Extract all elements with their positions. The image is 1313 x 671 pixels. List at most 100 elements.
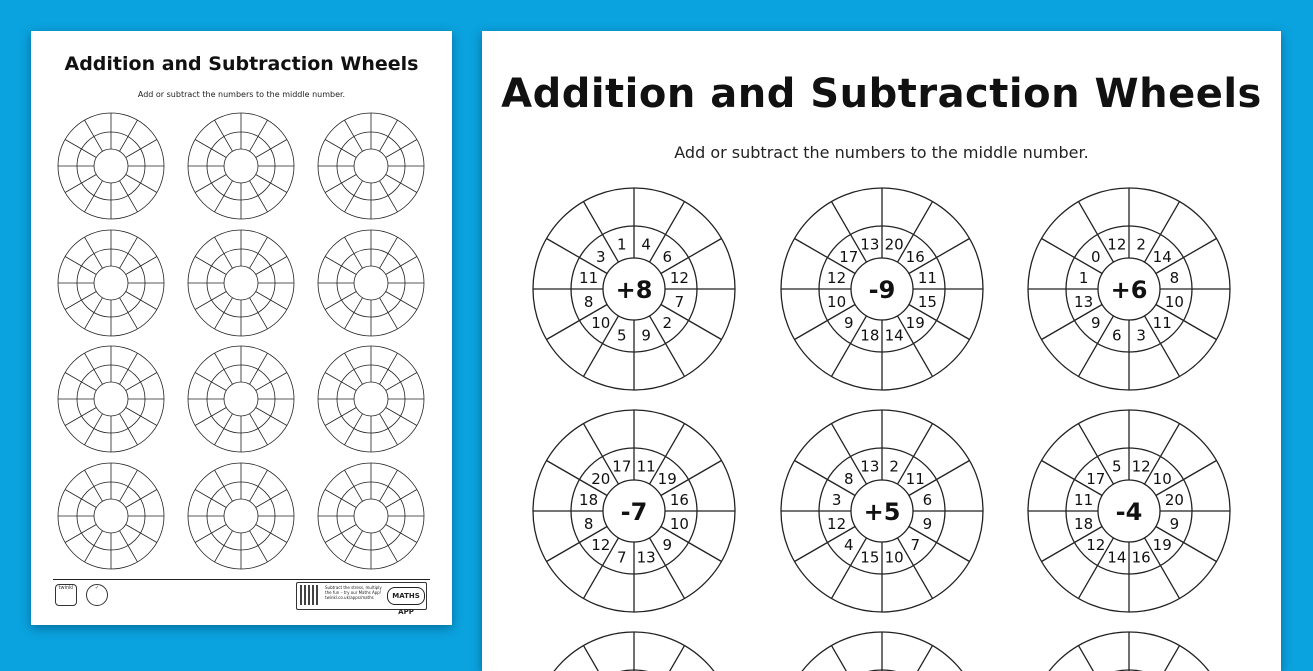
wheel-inner-number: 11 (579, 269, 598, 287)
wheel[interactable] (187, 229, 295, 337)
page-title: Addition and Subtraction Wheels (501, 71, 1262, 117)
wheel[interactable] (57, 462, 165, 570)
page-instructions: Add or subtract the numbers to the middl… (674, 143, 1089, 162)
wheel-inner-number: 9 (662, 536, 672, 554)
wheel-inner-number: 13 (860, 236, 879, 254)
wheel-grid: +8461272951081131-9201611151914189101217… (532, 187, 1231, 671)
wheel-inner-number: 20 (591, 470, 610, 488)
wheel-inner-number: 13 (637, 548, 656, 566)
wheel-center-number: +6 (1111, 276, 1148, 304)
wheel-inner-number: 15 (918, 293, 937, 311)
wheel-inner-number: 16 (1132, 548, 1151, 566)
wheel[interactable] (317, 345, 425, 453)
wheel-center-number: +8 (616, 276, 653, 304)
wheel-inner-number: 4 (641, 236, 651, 254)
wheel-inner-number: 11 (906, 470, 925, 488)
wheel-inner-number: 12 (591, 536, 610, 554)
wheel-center-number: -9 (869, 276, 896, 304)
wheel[interactable] (317, 112, 425, 220)
wheel-inner-number: 1 (1079, 269, 1089, 287)
thumbnail-page[interactable]: Addition and Subtraction Wheels Add or s… (31, 31, 452, 625)
wheel-inner-number: 11 (1153, 314, 1172, 332)
wheel-inner-number: 15 (860, 548, 879, 566)
wheel-inner-number: 2 (889, 458, 899, 476)
wheel-center-number: -7 (621, 498, 648, 526)
wheel-inner-number: 6 (923, 491, 933, 509)
wheel[interactable] (187, 112, 295, 220)
wheel-inner-number: 12 (670, 269, 689, 287)
wheel-inner-number: 17 (612, 458, 631, 476)
wheel-inner-number: 18 (579, 491, 598, 509)
wheel-inner-number: 6 (662, 248, 672, 266)
wheel-inner-number: 16 (670, 491, 689, 509)
wheel-inner-number: 7 (910, 536, 920, 554)
wheel-inner-number: 9 (844, 314, 854, 332)
wheel-inner-number: 11 (918, 269, 937, 287)
wheel-inner-number: 19 (1153, 536, 1172, 554)
wheel-inner-number: 14 (1107, 548, 1126, 566)
wheel-inner-number: 14 (885, 326, 904, 344)
wheel[interactable] (1028, 631, 1230, 671)
wheel[interactable] (57, 229, 165, 337)
wheel-inner-number: 9 (1091, 314, 1101, 332)
wheel-inner-number: 2 (1136, 236, 1146, 254)
wheel-inner-number: 7 (617, 548, 627, 566)
wheel-inner-number: 0 (1091, 248, 1101, 266)
wheel-inner-number: 5 (1112, 458, 1122, 476)
wheel[interactable] (57, 112, 165, 220)
wheel-inner-number: 18 (860, 326, 879, 344)
wheel-inner-number: 9 (923, 515, 933, 533)
wheel[interactable] (187, 345, 295, 453)
wheel[interactable] (533, 631, 735, 671)
thumbnail-title: Addition and Subtraction Wheels (64, 53, 419, 75)
wheel-inner-number: 13 (860, 458, 879, 476)
wheel-inner-number: 8 (1170, 269, 1180, 287)
footer-divider (53, 579, 430, 580)
maths-app-promo[interactable]: Subtract the stress, multiply the fun – … (296, 582, 427, 616)
wheel[interactable] (317, 462, 425, 570)
wheel-inner-number: 10 (1153, 470, 1172, 488)
wheel-inner-number: 12 (1107, 236, 1126, 254)
wheel-inner-number: 11 (1074, 491, 1093, 509)
wheel-inner-number: 8 (584, 515, 594, 533)
wheel-inner-number: 9 (641, 326, 651, 344)
wheel-inner-number: 17 (1086, 470, 1105, 488)
wheel-inner-number: 10 (1165, 293, 1184, 311)
wheel-inner-number: 2 (662, 314, 672, 332)
quality-badge-icon: ✓ (86, 584, 108, 606)
wheel-inner-number: 8 (844, 470, 854, 488)
wheel-inner-number: 4 (844, 536, 854, 554)
wheel-inner-number: 5 (617, 326, 627, 344)
wheel-inner-number: 12 (1086, 536, 1105, 554)
maths-app-badge: MATHS APP (387, 587, 425, 616)
wheel-inner-number: 14 (1153, 248, 1172, 266)
wheel-center-number: -4 (1116, 498, 1143, 526)
main-worksheet-page[interactable]: Addition and Subtraction Wheels Add or s… (482, 31, 1281, 671)
wheel[interactable] (187, 462, 295, 570)
app-promo-text: Subtract the stress, multiply the fun – … (325, 585, 382, 600)
wheel[interactable] (781, 631, 983, 671)
wheel-inner-number: 10 (885, 548, 904, 566)
wheel[interactable] (317, 229, 425, 337)
wheel-inner-number: 12 (827, 269, 846, 287)
wheel-inner-number: 11 (637, 458, 656, 476)
wheel-inner-number: 10 (591, 314, 610, 332)
wheel[interactable] (57, 345, 165, 453)
wheel-inner-number: 7 (675, 293, 685, 311)
wheel-inner-number: 20 (1165, 491, 1184, 509)
thumbnail-wheel-grid (57, 112, 425, 570)
wheel-inner-number: 10 (827, 293, 846, 311)
wheel-inner-number: 13 (1074, 293, 1093, 311)
wheel-inner-number: 6 (1112, 326, 1122, 344)
wheel-inner-number: 3 (596, 248, 606, 266)
wheel-inner-number: 9 (1170, 515, 1180, 533)
wheel-inner-number: 12 (827, 515, 846, 533)
wheel-inner-number: 12 (1132, 458, 1151, 476)
wheel-inner-number: 8 (584, 293, 594, 311)
